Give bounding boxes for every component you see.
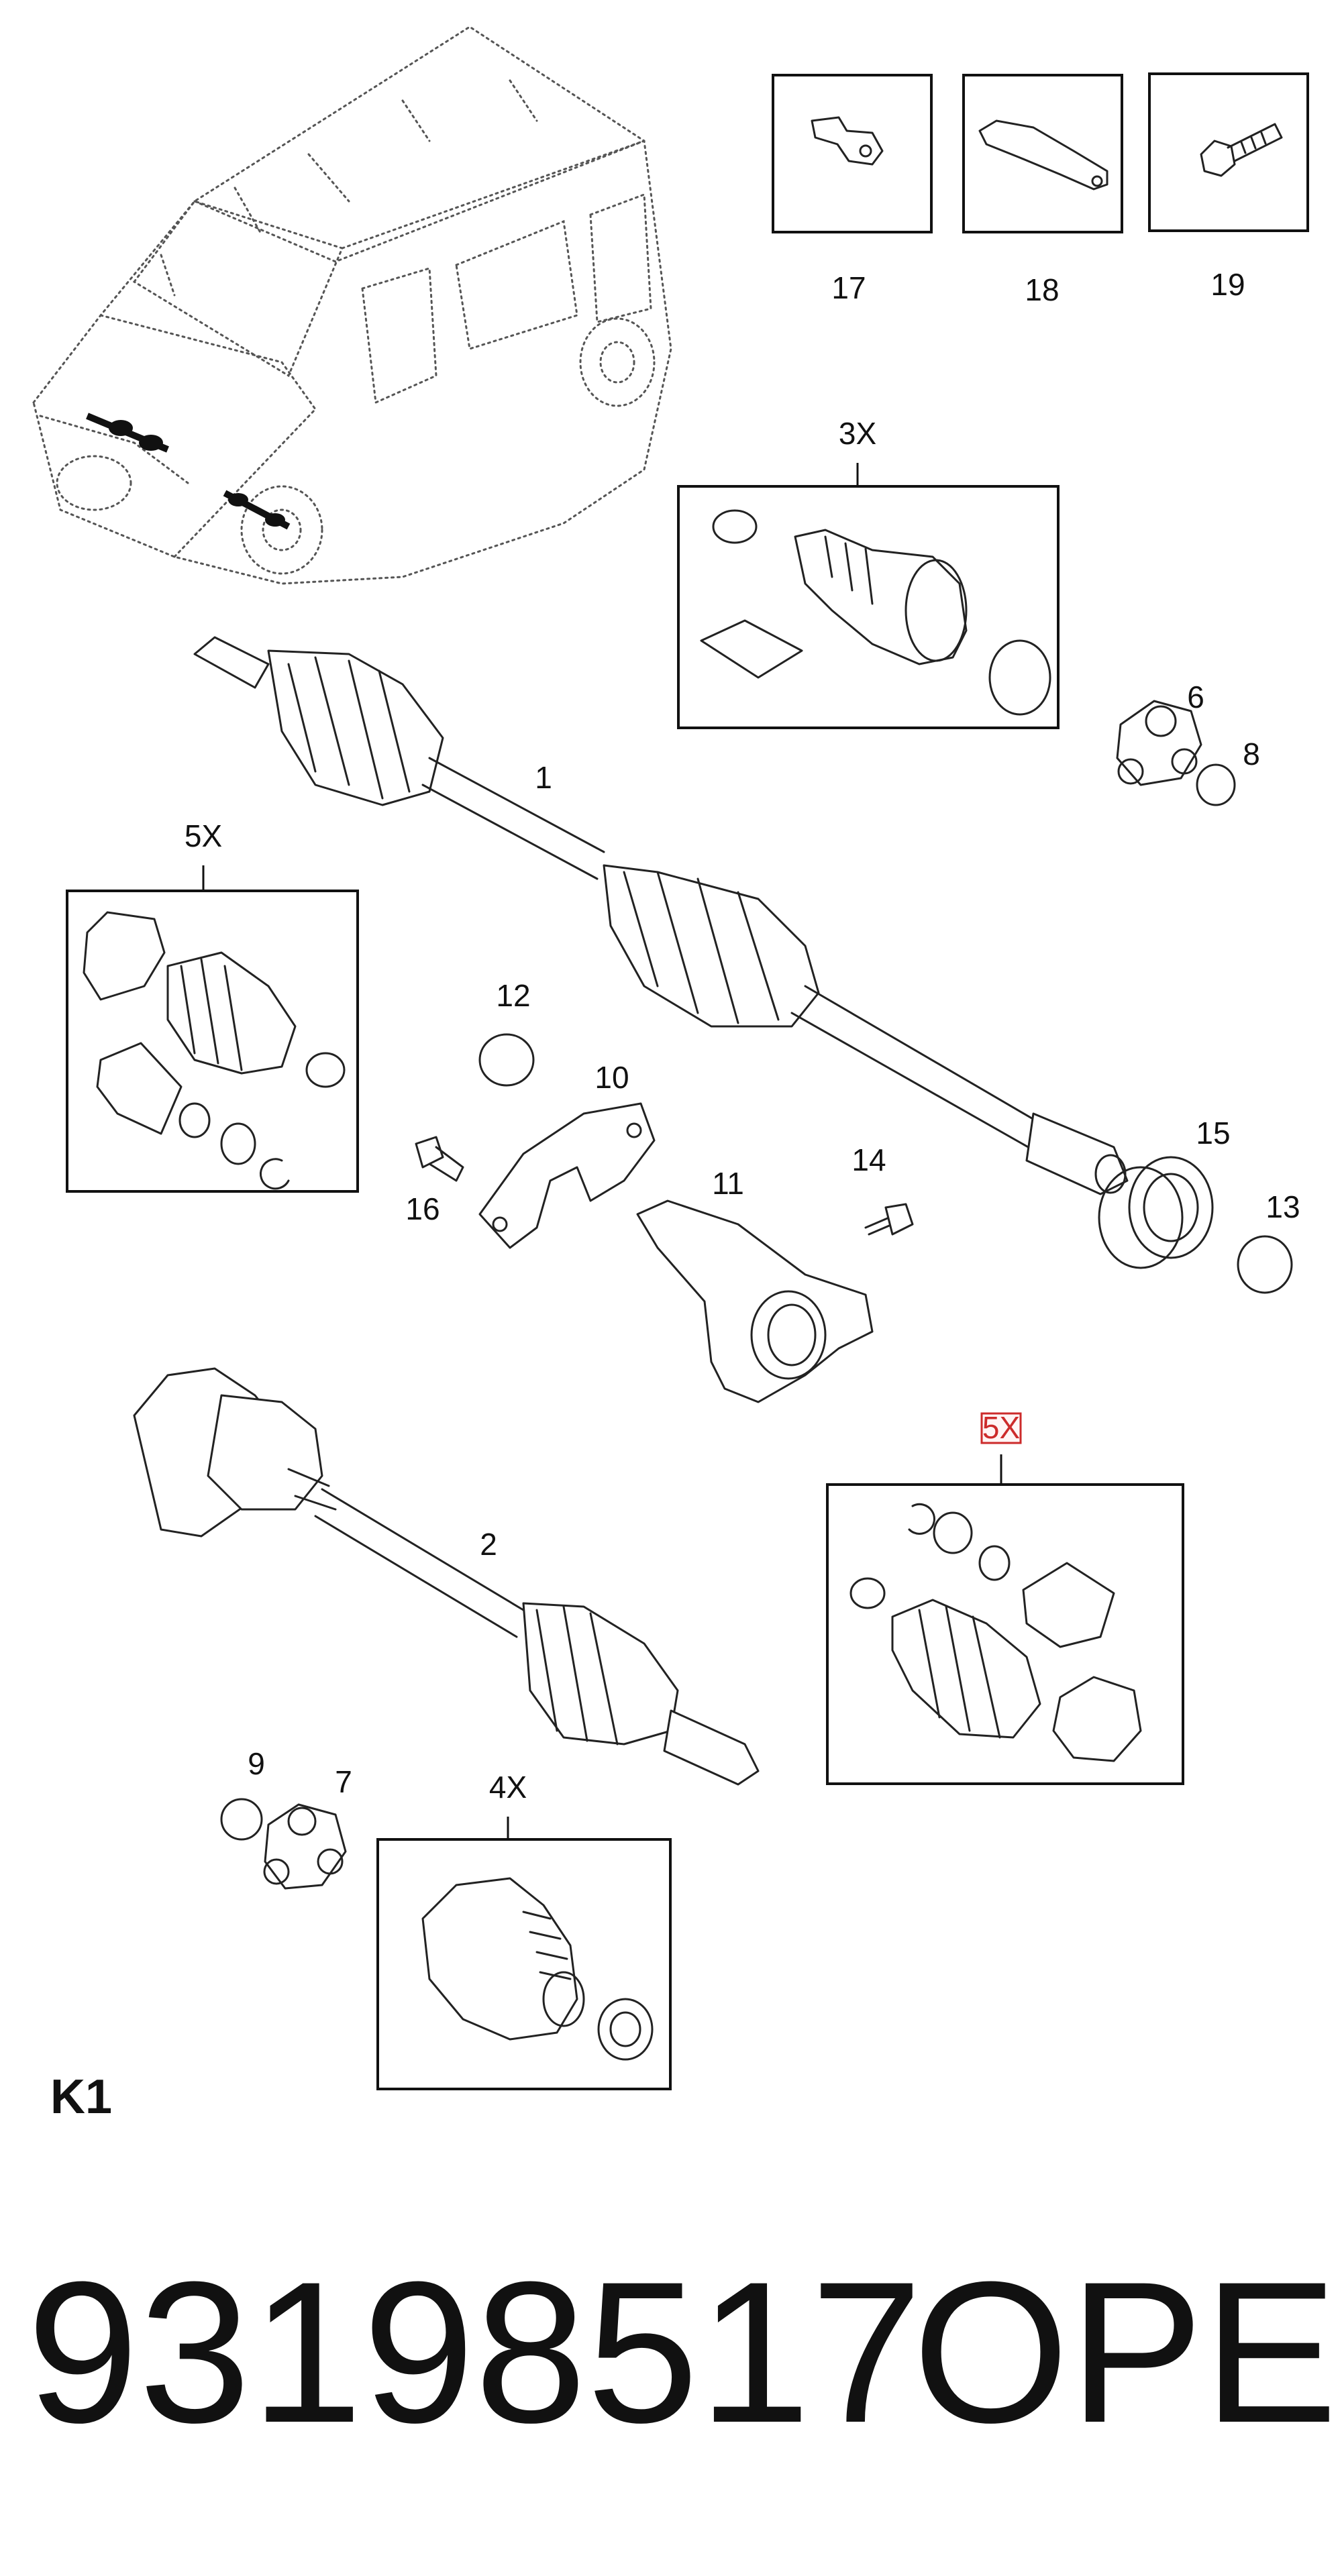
circlip-12-icon bbox=[478, 1033, 535, 1087]
callout-16: 16 bbox=[405, 1191, 440, 1226]
bolt-14 bbox=[864, 1203, 914, 1236]
callout-11: 11 bbox=[712, 1166, 744, 1201]
boot-icon bbox=[794, 529, 968, 665]
bearing-support-11 bbox=[636, 1199, 874, 1403]
circlip-9-icon bbox=[220, 1798, 263, 1841]
grease-sachet-icon bbox=[700, 619, 803, 679]
callout-18: 18 bbox=[1025, 272, 1059, 307]
callout-2: 2 bbox=[480, 1527, 497, 1562]
callout-4x: 4X bbox=[489, 1770, 527, 1805]
highlight-box bbox=[980, 1412, 1022, 1444]
boot-kit-5x-right bbox=[826, 1483, 1184, 1785]
callout-6: 6 bbox=[1187, 680, 1204, 714]
callout-19: 19 bbox=[1210, 267, 1245, 302]
callout-9: 9 bbox=[248, 1746, 265, 1781]
clamp-icon bbox=[712, 509, 758, 544]
driveshaft-2 bbox=[133, 1367, 760, 1786]
callout-14: 14 bbox=[851, 1142, 886, 1177]
callout-17: 17 bbox=[831, 270, 866, 305]
circlip-8-icon bbox=[1196, 763, 1236, 806]
callout-8: 8 bbox=[1243, 737, 1260, 771]
callout-1: 1 bbox=[535, 760, 552, 795]
callout-13: 13 bbox=[1266, 1189, 1300, 1224]
tripod-7 bbox=[263, 1803, 347, 1890]
callout-5x-right: 5X bbox=[982, 1410, 1020, 1445]
callout-12: 12 bbox=[496, 978, 530, 1013]
callout-5x-left: 5X bbox=[185, 818, 222, 853]
grease-sachet-icon bbox=[96, 1042, 183, 1135]
page-code: K1 bbox=[50, 2070, 112, 2124]
circlip-13-icon bbox=[1237, 1235, 1293, 1294]
callout-15: 15 bbox=[1196, 1116, 1230, 1150]
grease-sachet-icon bbox=[1022, 1562, 1115, 1648]
joint-kit-4x bbox=[376, 1838, 672, 2090]
clip-17-icon bbox=[811, 116, 884, 166]
box-part-17 bbox=[772, 74, 933, 233]
part-number: 93198517 bbox=[27, 2239, 923, 2465]
callout-3x: 3X bbox=[839, 416, 876, 451]
callout-10: 10 bbox=[595, 1060, 629, 1095]
box-part-18 bbox=[962, 74, 1123, 233]
box-part-19 bbox=[1148, 72, 1309, 232]
brand-name: OPEL bbox=[913, 2239, 1342, 2465]
bracket-10 bbox=[478, 1102, 656, 1249]
bearing-15 bbox=[1098, 1156, 1214, 1269]
tripod-6 bbox=[1116, 700, 1202, 786]
callout-7: 7 bbox=[335, 1764, 352, 1799]
driveshaft-1 bbox=[193, 636, 1129, 1195]
bolt-19-icon bbox=[1200, 140, 1236, 177]
boot-kit-3x bbox=[677, 485, 1060, 729]
bracket-18-icon bbox=[978, 119, 1108, 191]
o-ring-icon bbox=[988, 639, 1051, 716]
van-illustration bbox=[32, 25, 672, 585]
boot-kit-5x-left bbox=[66, 890, 359, 1193]
bolt-16 bbox=[415, 1136, 464, 1182]
